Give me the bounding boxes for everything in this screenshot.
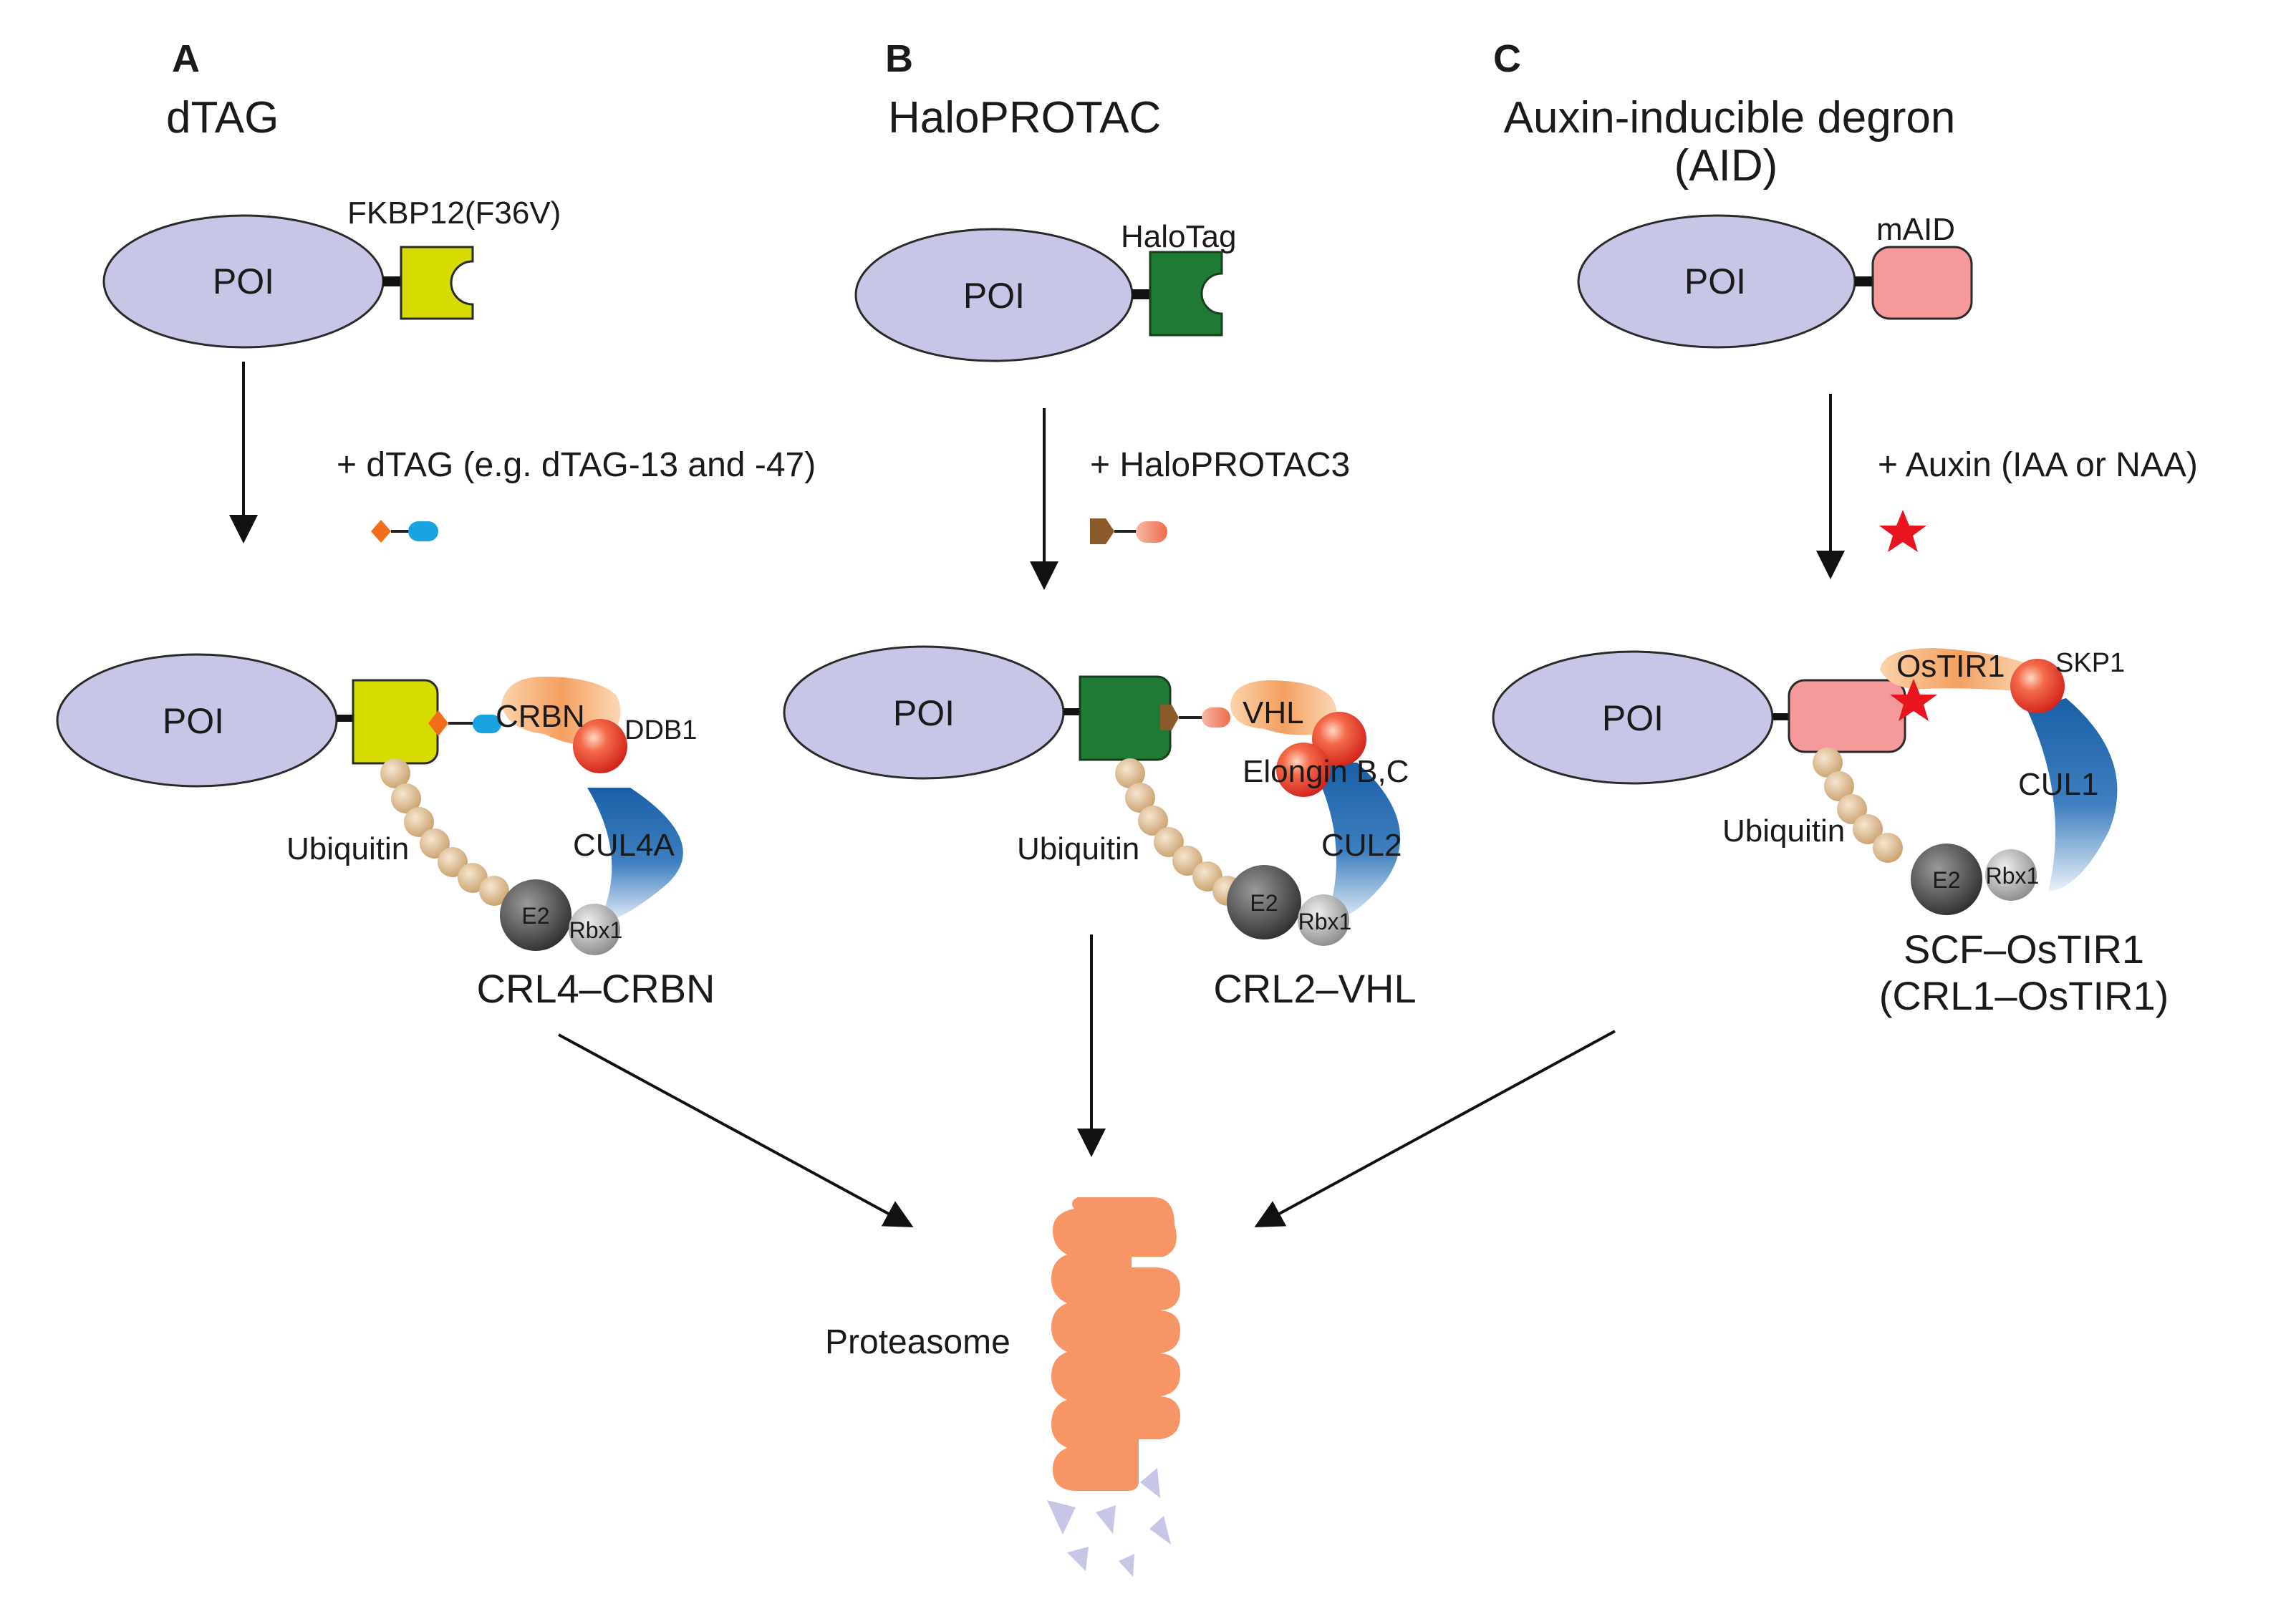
panel-c-poi-complex-label: POI <box>1602 698 1664 738</box>
panel-c-title-line2: (AID) <box>1674 141 1778 190</box>
panel-c-letter: C <box>1493 37 1521 80</box>
panel-a-fusion-linker <box>383 276 402 286</box>
panel-a: A dTAG FKBP12(F36V) POI + dTAG (e.g. dTA… <box>56 37 816 1011</box>
panel-a-rbx-label: Rbx1 <box>569 917 623 943</box>
panel-b-fusion-linker <box>1132 289 1151 299</box>
panel-a-poi-complex-label: POI <box>163 701 224 741</box>
panel-c-ostir1 <box>1880 648 2036 691</box>
panel-a-rbx1 <box>569 904 620 955</box>
panel-b-treatment: + HaloPROTAC3 <box>1090 446 1350 484</box>
panel-c-ubiquitin-label: Ubiquitin <box>1722 813 1845 849</box>
peptide-fragments <box>1047 1468 1171 1577</box>
panel-a-complex-label: CRL4–CRBN <box>477 966 715 1011</box>
panel-b-tag-label: HaloTag <box>1121 219 1236 254</box>
panel-c-rbx-label: Rbx1 <box>1986 863 2040 889</box>
panel-c-ubiquitin-chain <box>1813 748 1903 863</box>
panel-a-e2 <box>500 879 571 951</box>
panel-a-linker-label: DDB1 <box>624 715 697 745</box>
panel-b-complex-label: CRL2–VHL <box>1213 966 1416 1011</box>
panel-b-poi-complex-label: POI <box>893 693 955 733</box>
panel-c-treatment: + Auxin (IAA or NAA) <box>1878 446 2198 484</box>
panel-b-cullin <box>1311 763 1401 924</box>
panel-a-cullin-label: CUL4A <box>573 828 675 863</box>
panel-b-e2 <box>1227 865 1301 939</box>
panel-b-elongin-c <box>1276 743 1331 797</box>
halo-ligand-icon <box>1160 705 1179 730</box>
dtag-molecule-icon <box>371 520 438 543</box>
panel-c-maid-bound <box>1788 679 1906 753</box>
panel-c-linker-label: SKP1 <box>2055 648 2125 678</box>
panel-a-e2-label: E2 <box>521 903 549 929</box>
dtag-ligand-a-icon <box>428 710 448 736</box>
panel-b-linker-label: Elongin B,C <box>1243 754 1409 789</box>
panel-b-poi-label: POI <box>963 276 1025 316</box>
panel-a-cullin <box>587 788 683 924</box>
panel-c-poi-label: POI <box>1684 261 1746 301</box>
proteasome: Proteasome <box>825 1197 1180 1577</box>
panel-a-ubiquitin-label: Ubiquitin <box>286 831 409 866</box>
panel-b-halotag <box>1149 251 1223 337</box>
panel-a-tag-label: FKBP12(F36V) <box>347 195 561 231</box>
arrow-c-to-proteasome <box>1254 1030 1616 1227</box>
panel-b-halotag-bound <box>1079 675 1172 761</box>
panel-c-skp1 <box>2010 659 2065 713</box>
panel-b-adaptor-label: VHL <box>1243 695 1304 730</box>
panel-c: C Auxin-inducible degron (AID) mAID POI … <box>1492 37 2198 1018</box>
proteasome-shape <box>1051 1197 1180 1491</box>
panel-b-rbx-label: Rbx1 <box>1298 909 1352 934</box>
panel-c-cullin-label: CUL1 <box>2018 767 2099 802</box>
panel-a-letter: A <box>172 37 200 80</box>
proteasome-label: Proteasome <box>825 1323 1010 1361</box>
panel-b-title: HaloPROTAC <box>888 93 1161 142</box>
panel-c-e2 <box>1911 844 1982 915</box>
panel-c-complex-label-line2: (CRL1–OsTIR1) <box>1879 973 2169 1018</box>
panel-b-letter: B <box>885 37 913 80</box>
panel-c-title-line1: Auxin-inducible degron <box>1504 93 1956 142</box>
panel-b-complex-fusion-linker <box>1063 708 1081 715</box>
panel-c-maid-tag <box>1871 246 1973 320</box>
panel-b-e2-label: E2 <box>1250 890 1278 916</box>
panel-b-cullin-label: CUL2 <box>1321 828 1402 863</box>
panel-c-complex-fusion-linker <box>1772 713 1790 720</box>
panel-a-treatment: + dTAG (e.g. dTAG-13 and -47) <box>337 446 816 484</box>
panel-b-ubiquitin-chain <box>1115 758 1243 906</box>
vhl-ligand-icon <box>1202 707 1230 728</box>
auxin-bound-star-icon <box>1890 679 1937 721</box>
panel-c-adaptor-label: OsTIR1 <box>1896 649 2005 684</box>
panel-a-adaptor-label: CRBN <box>496 699 585 734</box>
panel-a-title: dTAG <box>166 93 279 142</box>
panel-c-rbx1 <box>1985 849 2037 901</box>
panel-c-cullin <box>2027 698 2118 892</box>
panel-a-poi-label: POI <box>213 261 274 301</box>
panel-b: B HaloPROTAC HaloTag POI + HaloPROTAC3 P… <box>783 37 1417 1011</box>
panel-a-complex-fusion-linker <box>337 715 354 722</box>
panel-a-ubiquitin-chain <box>380 758 509 906</box>
panel-c-tag-label: mAID <box>1876 212 1955 247</box>
panel-c-complex-label-line1: SCF–OsTIR1 <box>1904 927 2144 972</box>
panel-a-fkbp-tag-bound <box>352 679 439 765</box>
dtag-ligand-b-icon <box>473 715 501 733</box>
panel-b-rbx1 <box>1298 894 1349 946</box>
panel-b-vhl <box>1230 680 1337 735</box>
auxin-star-icon <box>1879 510 1926 552</box>
arrow-a-to-proteasome <box>558 1033 914 1227</box>
panel-b-elongin-b <box>1312 712 1366 766</box>
panel-a-fkbp-tag <box>400 246 474 320</box>
panel-a-ddb1 <box>573 719 627 773</box>
panel-c-e2-label: E2 <box>1932 867 1960 893</box>
haloprotac-molecule-icon <box>1090 518 1167 544</box>
panel-b-ubiquitin-label: Ubiquitin <box>1017 831 1139 866</box>
panel-c-fusion-linker <box>1855 276 1873 286</box>
